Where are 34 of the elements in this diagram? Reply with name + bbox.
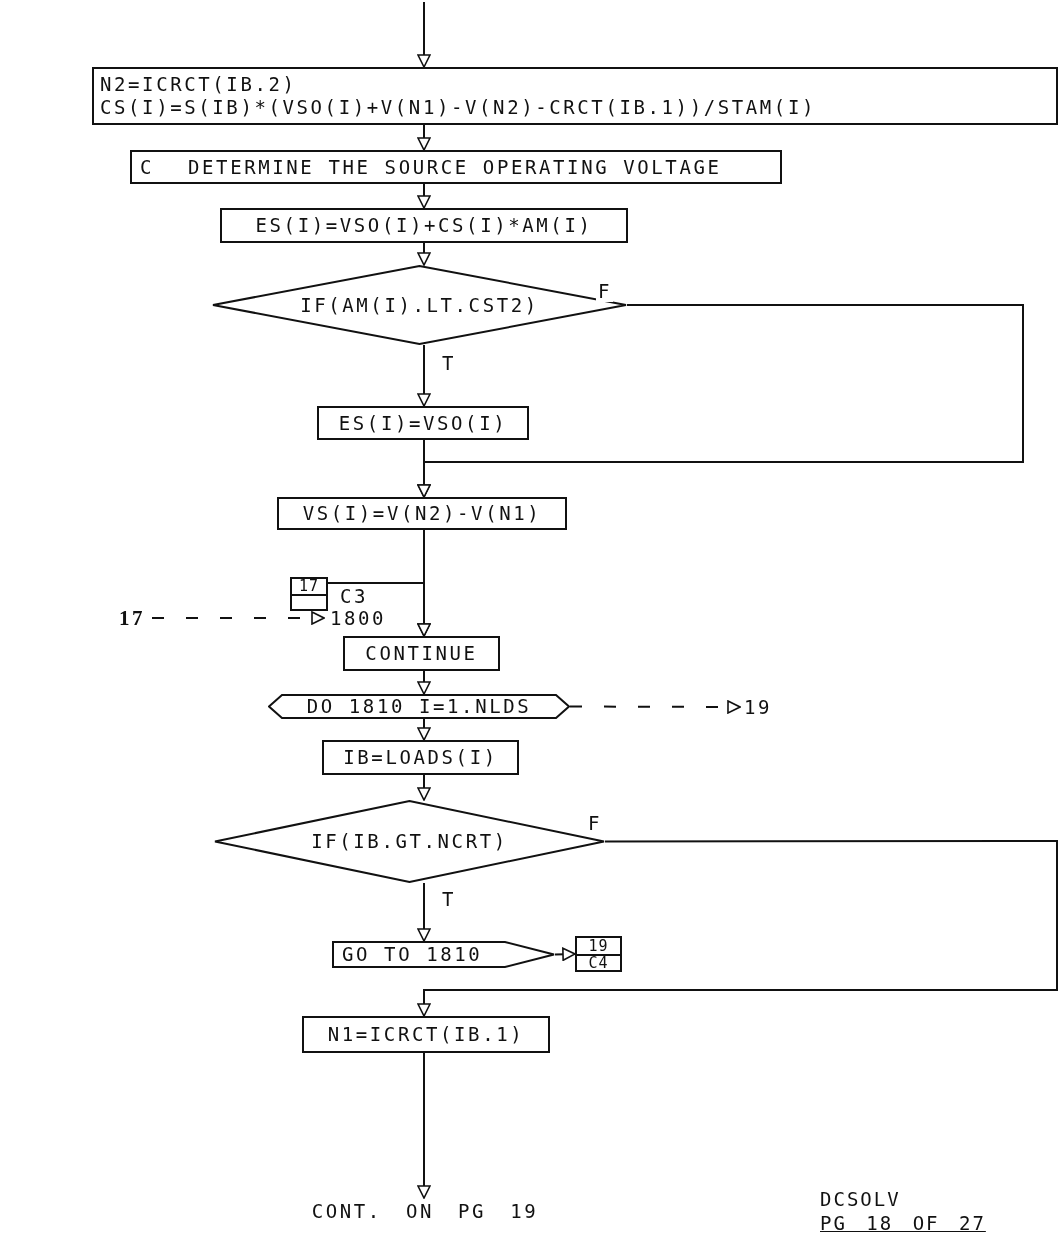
statement-text: IF(AM(I).LT.CST2) bbox=[300, 293, 539, 317]
statement-text: DETERMINE THE SOURCE OPERATING VOLTAGE bbox=[188, 155, 722, 179]
statement-text: ES(I)=VSO(I) bbox=[338, 411, 508, 435]
statement-text: N2=ICRCT(IB.2) bbox=[100, 73, 297, 96]
statement-text: ES(I)=VSO(I)+CS(I)*AM(I) bbox=[255, 214, 593, 237]
page-reference: 19 bbox=[743, 695, 773, 719]
statement-text: DO 1810 I=1.NLDS bbox=[306, 695, 532, 718]
continuation-note: CONT. ON PG 19 bbox=[311, 1199, 539, 1223]
statement-text: N1=ICRCT(IB.1) bbox=[327, 1023, 525, 1046]
process-box bbox=[322, 740, 519, 775]
comment-marker: C bbox=[140, 155, 155, 179]
connector-box bbox=[575, 936, 622, 972]
statement-label: C3 bbox=[340, 585, 369, 608]
statement-text: IB=LOADS(I) bbox=[343, 746, 498, 769]
page-reference: 17 bbox=[118, 606, 146, 630]
loop-hexagon bbox=[268, 694, 570, 719]
statement-text: IF(IB.GT.NCRT) bbox=[311, 830, 508, 853]
process-box bbox=[302, 1016, 550, 1053]
decision-diamond bbox=[212, 265, 627, 345]
statement-label: 1800 bbox=[330, 607, 387, 630]
decision-diamond bbox=[214, 800, 605, 883]
statement-text: CS(I)=S(IB)*(VSO(I)+V(N1)-V(N2)-CRCT(IB.1))/STAM(I) bbox=[100, 96, 816, 119]
goto-pentagon bbox=[332, 941, 555, 968]
column-code: C4 bbox=[588, 955, 609, 971]
statement-text: CONTINUE bbox=[365, 642, 478, 665]
process-box bbox=[277, 497, 567, 530]
page-number: 19 bbox=[588, 938, 609, 954]
process-box bbox=[92, 67, 1058, 125]
page-number: 17 bbox=[298, 579, 320, 594]
process-box bbox=[317, 406, 529, 440]
process-box bbox=[130, 150, 782, 184]
statement-text: GO TO 1810 bbox=[342, 943, 483, 966]
statement-text: VS(I)=V(N2)-V(N1) bbox=[302, 502, 542, 525]
process-box bbox=[220, 208, 628, 243]
